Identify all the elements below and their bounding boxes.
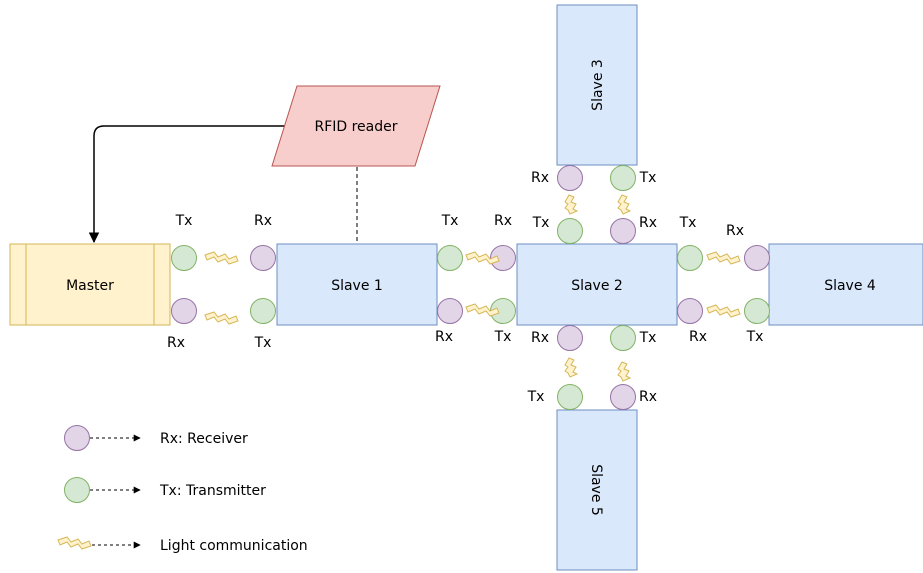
slave5-tx-port — [557, 384, 583, 410]
transmitter-icon — [64, 477, 90, 503]
slave3-tx-port — [610, 165, 636, 191]
port-label-tx: Tx — [639, 170, 657, 186]
slave4-tx-port — [744, 298, 770, 324]
slave1-tx-port-left — [250, 298, 276, 324]
master-node: Master — [9, 243, 171, 326]
port-label-tx: Tx — [746, 329, 764, 345]
port-label-rx: Rx — [435, 329, 453, 345]
slave1-rx-port-right — [437, 298, 463, 324]
slave1-tx-port-right — [437, 245, 463, 271]
port-label-rx: Rx — [689, 329, 707, 345]
port-label-rx: Rx — [639, 389, 657, 405]
port-label-tx: Tx — [679, 215, 697, 231]
slave3-rx-port — [557, 165, 583, 191]
port-label-rx: Rx — [639, 215, 657, 231]
port-label-tx: Tx — [494, 329, 512, 345]
legend-light: Light communication — [57, 536, 308, 554]
port-label-tx: Tx — [527, 389, 545, 405]
port-label-tx: Tx — [175, 213, 193, 229]
light-signal-icon — [706, 304, 741, 318]
light-signal-icon — [564, 194, 578, 215]
legend-receiver: Rx: Receiver — [64, 425, 248, 451]
slave3-node: Slave 3 — [556, 4, 638, 166]
slave4-node: Slave 4 — [768, 243, 923, 326]
port-label-tx: Tx — [639, 330, 657, 346]
port-label-tx: Tx — [532, 215, 550, 231]
rfid-reader-node: RFID reader — [271, 85, 441, 167]
port-label-rx: Rx — [494, 213, 512, 229]
slave2-rx-port-bottom — [557, 325, 583, 351]
port-label-rx: Rx — [167, 335, 185, 351]
slave2-rx-port-left — [490, 245, 516, 271]
slave3-label: Slave 3 — [590, 59, 606, 111]
legend-receiver-label: Rx: Receiver — [160, 431, 248, 447]
slave5-rx-port — [610, 384, 636, 410]
legend: Rx: Receiver Tx: Transmitter Light commu… — [57, 425, 308, 554]
slave1-label: Slave 1 — [331, 278, 383, 294]
slave1-rx-port-left — [250, 245, 276, 271]
port-label-rx: Rx — [726, 223, 744, 239]
slave2-rx-port-right — [677, 298, 703, 324]
port-label-tx: Tx — [441, 213, 459, 229]
slave4-rx-port — [744, 245, 770, 271]
light-signal-icon — [204, 251, 239, 265]
legend-light-label: Light communication — [160, 538, 308, 554]
slave2-rx-port-top — [610, 218, 636, 244]
light-signal-icon — [706, 251, 741, 265]
slave2-node: Slave 2 — [516, 243, 678, 326]
port-label-rx: Rx — [254, 213, 272, 229]
slave2-tx-port-bottom — [610, 325, 636, 351]
light-signal-icon — [617, 194, 631, 215]
rfid-reader-label: RFID reader — [314, 119, 397, 135]
slave5-label: Slave 5 — [588, 464, 604, 516]
port-label-rx: Rx — [531, 330, 549, 346]
port-label-rx: Rx — [531, 170, 549, 186]
light-signal-icon — [57, 536, 92, 550]
slave2-tx-port-right — [677, 245, 703, 271]
legend-transmitter: Tx: Transmitter — [64, 477, 266, 503]
slave2-label: Slave 2 — [571, 278, 623, 294]
legend-transmitter-label: Tx: Transmitter — [159, 483, 266, 499]
receiver-icon — [64, 425, 90, 451]
light-signal-icon — [617, 361, 631, 382]
slave5-node: Slave 5 — [556, 409, 638, 571]
light-signal-icon — [564, 357, 578, 378]
light-signal-icon — [204, 311, 239, 325]
slave1-node: Slave 1 — [276, 243, 438, 326]
master-tx-port — [171, 245, 197, 271]
master-label: Master — [66, 278, 114, 294]
slave4-label: Slave 4 — [824, 278, 876, 294]
master-rx-port — [171, 298, 197, 324]
rfid-to-master-arrow — [88, 125, 288, 244]
slave2-tx-port-top — [557, 218, 583, 244]
port-label-tx: Tx — [254, 335, 272, 351]
